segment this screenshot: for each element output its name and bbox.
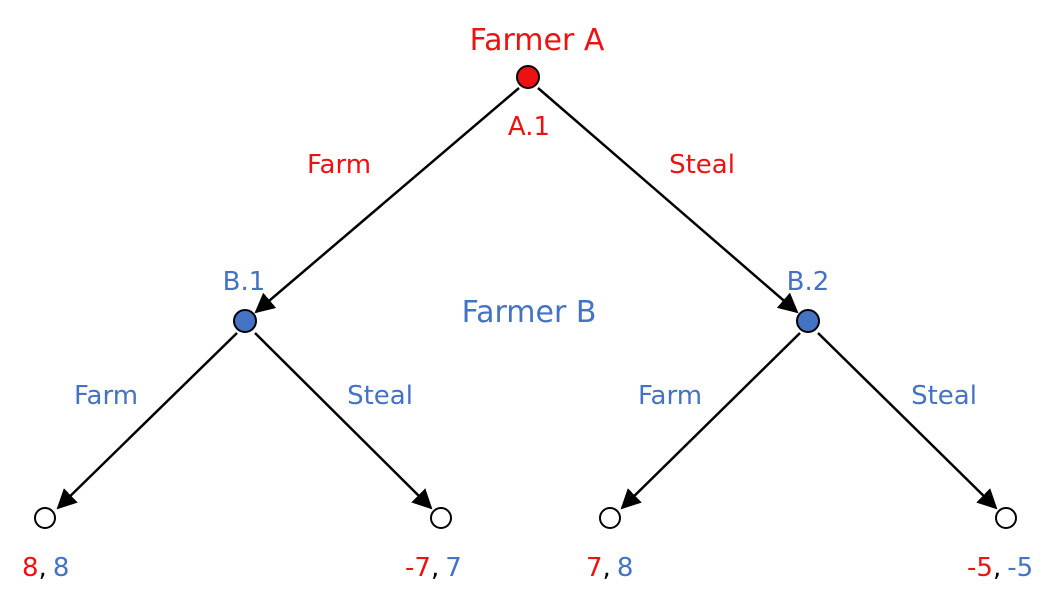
terminal-node-4	[995, 507, 1017, 529]
node-b2-label: B.2	[787, 267, 830, 297]
payoff-2: -7,7	[405, 553, 462, 583]
action-b1-farm: Farm	[74, 381, 138, 411]
action-a-steal: Steal	[669, 150, 735, 180]
edge-b2-farm	[620, 332, 801, 510]
action-b1-steal: Steal	[347, 381, 413, 411]
payoff-4: -5,-5	[967, 553, 1033, 583]
terminal-node-2	[430, 507, 452, 529]
payoff-1: 8,8	[22, 553, 69, 583]
payoff-3: 7,8	[586, 553, 633, 583]
node-a1	[516, 65, 540, 89]
action-b2-steal: Steal	[911, 381, 977, 411]
payoff-4-b: -5	[1007, 553, 1033, 583]
node-b1-label: B.1	[223, 267, 266, 297]
edge-b2-steal	[817, 332, 998, 510]
payoff-4-a: -5	[967, 553, 993, 583]
payoff-2-b: 7	[445, 553, 462, 583]
player-b-label: Farmer B	[462, 295, 597, 330]
payoff-3-sep: ,	[603, 553, 611, 583]
terminal-node-1	[34, 507, 56, 529]
player-a-label: Farmer A	[470, 23, 605, 58]
node-b2	[796, 309, 820, 333]
payoff-3-b: 8	[617, 553, 634, 583]
payoff-1-b: 8	[53, 553, 70, 583]
action-b2-farm: Farm	[638, 381, 702, 411]
payoff-3-a: 7	[586, 553, 603, 583]
payoff-1-a: 8	[22, 553, 39, 583]
payoff-2-sep: ,	[431, 553, 439, 583]
payoff-2-a: -7	[405, 553, 431, 583]
payoff-1-sep: ,	[39, 553, 47, 583]
payoff-4-sep: ,	[993, 553, 1001, 583]
node-b1	[233, 309, 257, 333]
edge-a-farm	[254, 87, 520, 314]
action-a-farm: Farm	[307, 150, 371, 180]
edge-b1-steal	[254, 332, 433, 510]
terminal-node-3	[599, 507, 621, 529]
edge-a-steal	[537, 87, 799, 314]
edge-b1-farm	[56, 332, 238, 510]
node-a1-label: A.1	[508, 112, 550, 142]
